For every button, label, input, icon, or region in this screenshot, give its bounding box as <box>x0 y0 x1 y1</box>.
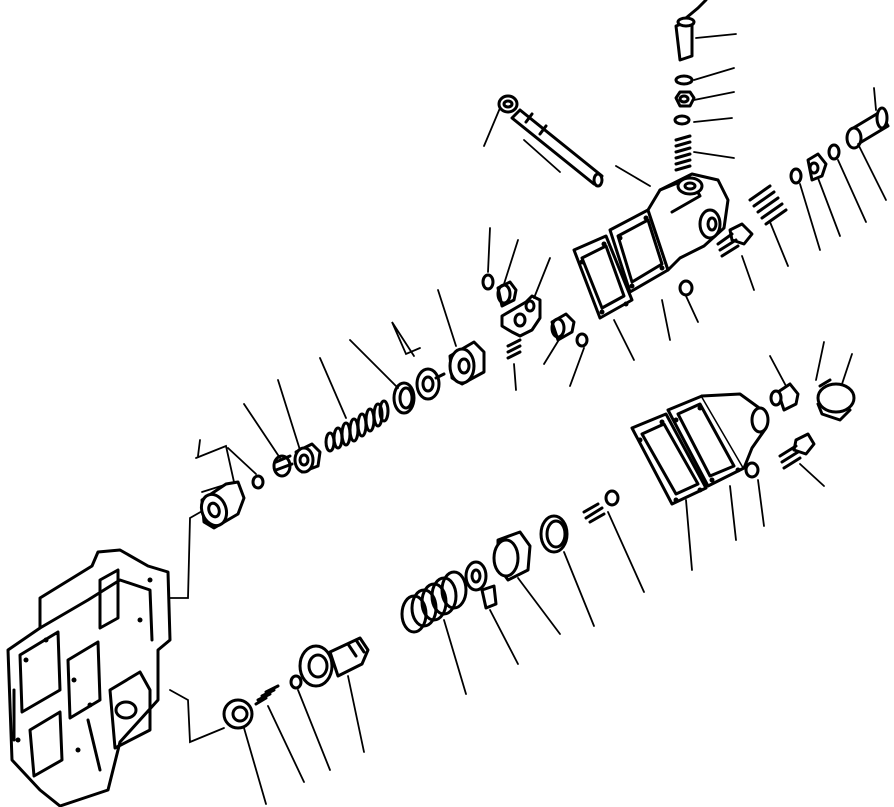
small-ring-lower <box>291 676 301 688</box>
cap-nut <box>499 96 517 112</box>
collar <box>450 342 484 384</box>
small-washer-upper <box>680 281 692 295</box>
cup-lower <box>494 532 530 580</box>
housing-leader-upper <box>170 510 204 598</box>
small-washer-lower <box>746 463 758 477</box>
cap-lower <box>818 380 854 420</box>
coil-spring-upper <box>326 401 388 451</box>
seat-with-pin <box>466 562 496 608</box>
plug-lower <box>771 384 798 410</box>
leader-lines <box>196 34 886 804</box>
coil-spring-small <box>256 686 278 704</box>
right-spring <box>750 108 888 224</box>
snap-ring <box>541 516 567 552</box>
housing-leader-lower <box>170 690 224 742</box>
bushing-b <box>552 314 574 340</box>
cover-housing-lower <box>668 394 768 486</box>
main-housing <box>8 550 170 806</box>
gasket-upper <box>574 236 632 318</box>
o-ring-a <box>483 275 493 289</box>
retainer <box>417 369 444 399</box>
stud-rod <box>512 110 602 186</box>
end-cap-lower <box>224 700 252 728</box>
shift-lever <box>502 296 540 336</box>
bushing-a <box>498 282 516 306</box>
large-spring <box>402 572 466 632</box>
screw-lower <box>584 491 618 522</box>
detent-spring <box>508 340 520 358</box>
gasket-lower <box>632 414 706 504</box>
bolt-upper <box>718 224 752 256</box>
small-ring <box>253 476 263 488</box>
washer-upper <box>394 383 414 413</box>
valve-spool <box>300 638 368 686</box>
cover-housing-upper <box>610 174 728 292</box>
spring-seat <box>274 456 292 476</box>
spring-guide <box>295 444 320 472</box>
piston-sleeve <box>197 482 244 529</box>
bolt-lower <box>780 434 814 468</box>
plug-stack <box>675 0 706 170</box>
o-ring-b <box>577 334 587 346</box>
